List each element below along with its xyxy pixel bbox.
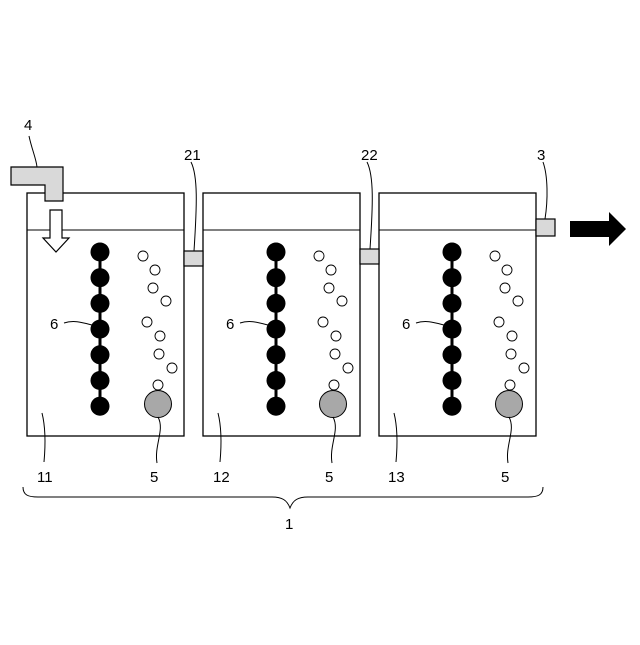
label-bead-string-tank-3: 6 (402, 316, 410, 333)
tank-3-bubble (502, 265, 512, 275)
tank-1-bead (91, 397, 110, 416)
tank-3-bead (443, 243, 462, 262)
label-bead-string-tank-1: 6 (50, 316, 58, 333)
diffuser-tank-3 (496, 391, 523, 418)
leader-5-tank-1 (156, 417, 160, 463)
label-bead-string-tank-2: 6 (226, 316, 234, 333)
diffuser-tank-1 (145, 391, 172, 418)
leader-5-tank-2 (331, 417, 335, 463)
label-diffuser-tank-3: 5 (501, 469, 509, 486)
tank-3-bubble (505, 380, 515, 390)
label-diffuser-tank-1: 5 (150, 469, 158, 486)
tank-3-bubble (490, 251, 500, 261)
connector-pipe-22 (360, 249, 379, 264)
label-connector-21: 21 (184, 147, 201, 164)
tank-1-bubble (167, 363, 177, 373)
leader-11 (42, 413, 45, 462)
tank-3-bubble (500, 283, 510, 293)
tank-1-bead (91, 371, 110, 390)
apparatus-bracket (23, 487, 543, 508)
label-tank-11: 11 (37, 469, 53, 486)
tank-3-bead (443, 371, 462, 390)
tank-2-bubble (337, 296, 347, 306)
tank-3-bead (443, 294, 462, 313)
tank-1-bubble (148, 283, 158, 293)
outlet-pipe (536, 219, 555, 236)
leader-13 (394, 413, 397, 462)
leader-21 (191, 162, 196, 251)
tank-1-bead (91, 345, 110, 364)
tank-2-bead (267, 294, 286, 313)
label-connector-22: 22 (361, 147, 378, 164)
tank-2-bubble (324, 283, 334, 293)
tank-3-bead (443, 345, 462, 364)
tank-1-bubble (153, 380, 163, 390)
inflow-arrow-icon (43, 210, 69, 252)
tank-2-bubble (318, 317, 328, 327)
tank-2-bead (267, 268, 286, 287)
leader-22 (367, 162, 372, 249)
tank-2-bubble (329, 380, 339, 390)
label-apparatus: 1 (285, 516, 293, 533)
tank-3-bubble (519, 363, 529, 373)
tank-3-bubble (494, 317, 504, 327)
diffusers (145, 391, 523, 418)
tank-3-bead (443, 320, 462, 339)
tank-3-bead (443, 397, 462, 416)
tank-1-bubble (154, 349, 164, 359)
tank-2-bubble (314, 251, 324, 261)
leader-4 (29, 136, 37, 167)
tank-2-bubble (343, 363, 353, 373)
tank-2-bubble (326, 265, 336, 275)
tank-2-bead (267, 397, 286, 416)
tank-1-bubble (155, 331, 165, 341)
tank-1-bubble (142, 317, 152, 327)
tank-1-bubble (138, 251, 148, 261)
tank-1-bead (91, 268, 110, 287)
label-tank-13: 13 (388, 469, 405, 486)
tank-2-bead (267, 345, 286, 364)
tank-2-bead (267, 371, 286, 390)
outflow-arrow-icon (570, 212, 626, 246)
tank-1-bead (91, 294, 110, 313)
tank-3-bubble (507, 331, 517, 341)
tank-1-bubble (150, 265, 160, 275)
tank-1-bead (91, 320, 110, 339)
tank-3-bubble (513, 296, 523, 306)
tank-2-bead (267, 243, 286, 262)
leader-5-tank-3 (507, 417, 511, 463)
diffuser-tank-2 (320, 391, 347, 418)
tank-2-bubble (330, 349, 340, 359)
leader-3 (543, 162, 547, 219)
label-diffuser-tank-2: 5 (325, 469, 333, 486)
bubbles (138, 251, 529, 390)
tank-3-bubble (506, 349, 516, 359)
tank-3-bead (443, 268, 462, 287)
tank-2-bubble (331, 331, 341, 341)
tank-2-bead (267, 320, 286, 339)
leader-12 (218, 413, 221, 462)
label-outlet-pipe: 3 (537, 147, 545, 164)
tank-1-bead (91, 243, 110, 262)
label-tank-12: 12 (213, 469, 230, 486)
connector-pipe-21 (184, 251, 203, 266)
inlet-pipe (11, 167, 63, 201)
tank-1-bubble (161, 296, 171, 306)
label-inlet-pipe: 4 (24, 117, 32, 134)
